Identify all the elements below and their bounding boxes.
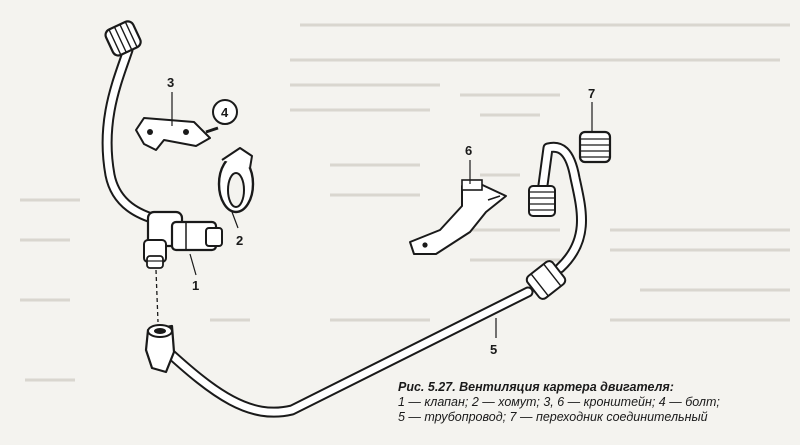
callout-5: 5: [490, 342, 497, 357]
bracket-3: [135, 117, 211, 151]
figure-caption: Рис. 5.27. Вентиляция картера двигателя:…: [398, 380, 794, 425]
connector-adapter: [578, 130, 612, 164]
bracket-6: [409, 179, 507, 255]
callout-2: 2: [236, 233, 243, 248]
callout-numbers: 3 4 2 1 6 7 5: [167, 75, 595, 357]
callout-6: 6: [465, 143, 472, 158]
caption-title: Рис. 5.27. Вентиляция картера двигателя:: [398, 380, 674, 394]
caption-legend-line-1: 1 — клапан; 2 — хомут; 3, 6 — кронштейн;…: [398, 395, 720, 409]
callout-3: 3: [167, 75, 174, 90]
valve: [143, 210, 223, 323]
bolt: [205, 99, 238, 134]
caption-legend-line-2: 5 — трубопровод; 7 — переходник соединит…: [398, 410, 708, 424]
background-bleed: [20, 23, 790, 382]
callout-7: 7: [588, 86, 595, 101]
upper-pipe: [101, 20, 164, 226]
callout-1: 1: [192, 278, 199, 293]
leader-lines: [171, 92, 593, 338]
callout-4: 4: [221, 105, 229, 120]
pipeline: [144, 141, 587, 418]
clamp: [217, 147, 255, 214]
